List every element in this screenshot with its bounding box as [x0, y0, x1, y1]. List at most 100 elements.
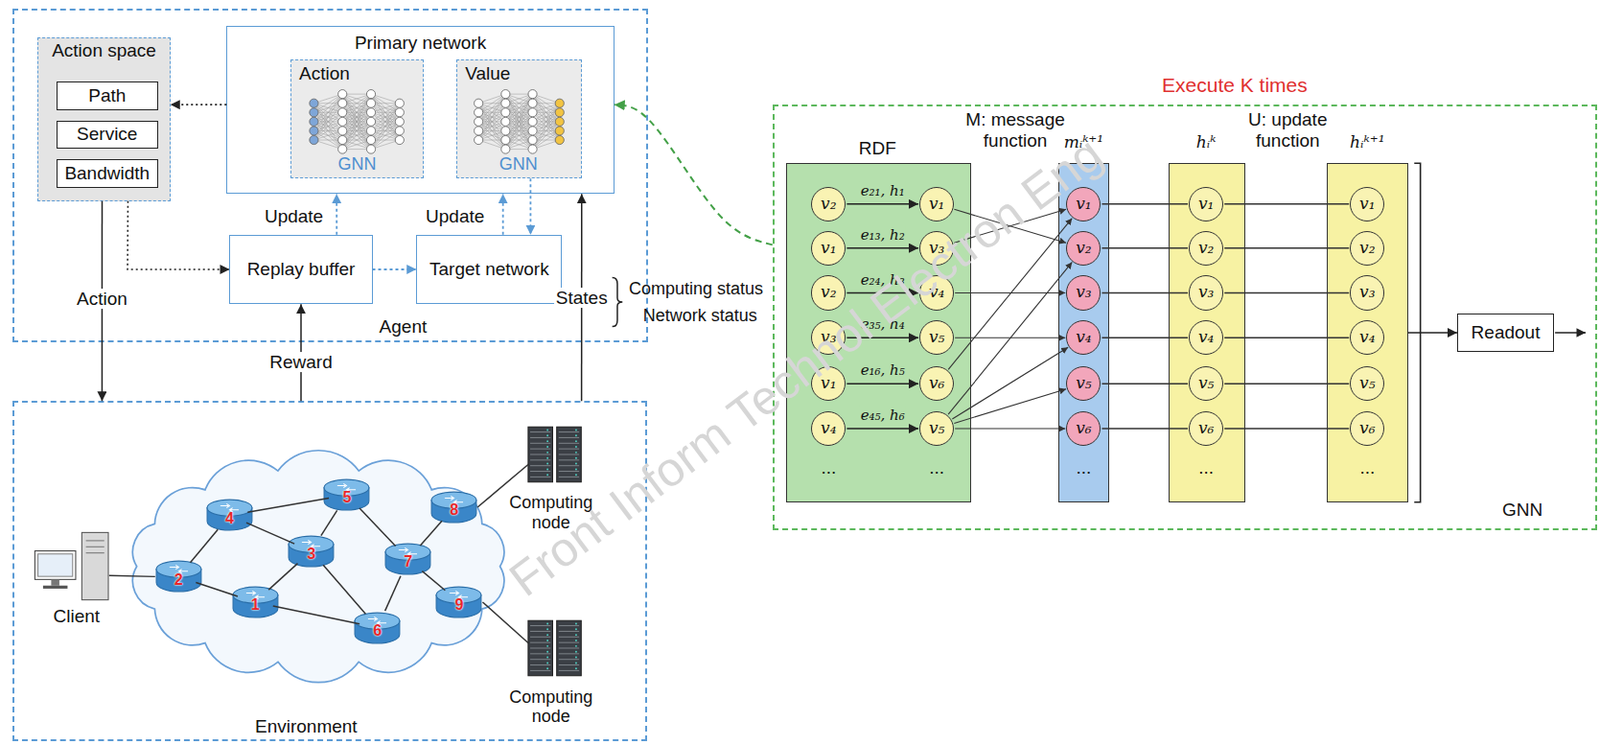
edge-label-holder: Reward — [267, 351, 334, 373]
node-text: GNN — [499, 154, 538, 174]
text-holder: Replay buffer — [247, 258, 356, 280]
primary-network-box: ActionGNNValueGNNPrimary network — [226, 25, 614, 195]
node-text: Path — [88, 85, 126, 106]
graph-vertex: v₅ — [919, 411, 954, 446]
connector — [614, 104, 773, 245]
vertex-state: v₃ — [1066, 275, 1101, 310]
edge-label-holder: e₂₁, h₁ — [859, 182, 906, 200]
connector — [1101, 337, 1188, 340]
text-holder: GNN — [499, 154, 538, 175]
connector — [1101, 203, 1188, 206]
text-holder: v₅ — [1359, 373, 1375, 394]
text-holder: 3 — [306, 545, 316, 563]
node-text: hᵢᵏ⁺¹ — [1349, 132, 1385, 152]
node-text: v₅ — [1198, 372, 1214, 393]
text-holder: v₂ — [1359, 238, 1375, 258]
text-holder: v₄ — [1359, 328, 1375, 348]
node-text: Replay buffer — [247, 258, 356, 279]
connector — [1224, 203, 1349, 206]
edge-label-holder: States — [554, 287, 610, 309]
node-text: Primary network — [354, 32, 487, 53]
text-holder: v₄ — [1075, 328, 1091, 348]
text-holder: v₂ — [1075, 238, 1091, 258]
connector — [170, 103, 228, 106]
text-holder: hᵢᵏ — [1196, 133, 1217, 153]
text-holder: Environment — [255, 716, 358, 738]
edge-label-holder: e₁₃, h₂ — [859, 226, 906, 244]
text-holder: v₁ — [1075, 194, 1091, 214]
text-holder: GNN — [338, 154, 377, 175]
connector — [846, 427, 919, 430]
graph-vertex: v₄ — [811, 411, 846, 446]
edge-label-holder: Update — [425, 206, 485, 228]
node-text: v₆ — [928, 372, 945, 393]
text-holder: v₃ — [1075, 283, 1091, 303]
connector — [109, 575, 156, 577]
vertex-state: v₅ — [1066, 366, 1101, 401]
edge-label-holder: Action — [74, 288, 130, 310]
vertex-state: v₄ — [1066, 320, 1101, 355]
edge-label: States — [554, 287, 610, 308]
edge-label-holder: e₄₅, h₆ — [859, 406, 906, 424]
connector — [846, 382, 919, 385]
node-text: v₂ — [1075, 237, 1091, 257]
connector — [951, 347, 1068, 419]
node-text: GNN — [1502, 499, 1543, 520]
node-text: 8 — [449, 501, 459, 518]
edge-label: e₁₃, h₂ — [859, 226, 906, 244]
vertex-state: v₄ — [1349, 320, 1385, 355]
text-holder: Execute K times — [1161, 73, 1308, 97]
node-text: Readout — [1471, 322, 1541, 343]
brace — [612, 278, 624, 327]
target-network-box: Target network — [416, 234, 562, 304]
network-cloud — [132, 450, 504, 683]
text-holder: Bandwidth — [64, 162, 150, 185]
connector — [1408, 331, 1458, 334]
bracket — [1414, 162, 1420, 502]
connector — [189, 529, 218, 563]
vertex-state: v₅ — [1349, 366, 1385, 401]
text-holder: v₆ — [1198, 418, 1214, 439]
action-gnn-box: ActionGNN — [290, 59, 423, 180]
text-holder: v₁ — [928, 194, 945, 214]
router: 5 — [323, 477, 371, 512]
connector — [954, 292, 1066, 294]
node-text: Action — [299, 63, 350, 84]
vertex-state: v₂ — [1349, 231, 1385, 266]
node-text: v₁ — [1198, 193, 1214, 213]
node-text: 7 — [403, 553, 413, 570]
text-holder: v₁ — [1198, 194, 1214, 214]
annotation: M: message function — [965, 109, 1065, 151]
node-text: v₅ — [928, 417, 945, 438]
router: 3 — [287, 533, 335, 569]
text-holder: Computing node — [500, 687, 603, 727]
graph-vertex: v₁ — [811, 231, 846, 266]
connector — [127, 201, 230, 270]
connector — [1224, 247, 1349, 250]
node-text: v₅ — [1075, 372, 1091, 393]
edge-label: Update — [264, 206, 324, 227]
connector — [954, 427, 1066, 429]
connector — [1224, 292, 1349, 295]
text-holder: hᵢᵏ⁺¹ — [1349, 133, 1385, 153]
router: 2 — [155, 558, 203, 594]
connector — [846, 247, 919, 250]
node-text: hᵢᵏ — [1196, 132, 1217, 152]
node-text: Service — [76, 124, 138, 145]
value-gnn-box: ValueGNN — [456, 59, 582, 180]
text-holder: v₅ — [928, 328, 945, 348]
node-text: Action space — [51, 40, 157, 61]
text-holder: 2 — [174, 570, 184, 588]
vertex-state: v₁ — [1349, 186, 1385, 222]
connector — [246, 522, 295, 544]
graph-vertex: v₆ — [919, 366, 954, 401]
node-text: v₄ — [1075, 327, 1091, 348]
vertex-state: v₅ — [1188, 366, 1224, 401]
vertex-state: v₂ — [1066, 231, 1101, 266]
node-text: v₆ — [1075, 417, 1091, 438]
text-holder: Target network — [429, 258, 550, 280]
label-holder: U: update function — [1230, 109, 1345, 152]
node-text: Agent — [379, 316, 428, 337]
connector — [323, 564, 366, 614]
